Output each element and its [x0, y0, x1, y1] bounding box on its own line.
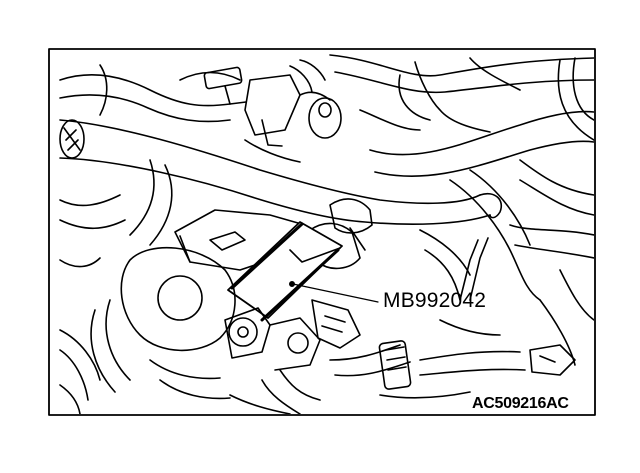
upper-hoses [289, 54, 594, 141]
upper-bracket [203, 66, 342, 163]
left-hoses [59, 64, 241, 268]
main-pipe [59, 119, 502, 225]
figure-id-label: AC509216AC [472, 395, 569, 412]
lower-components [224, 237, 576, 414]
callout-leader-line [292, 283, 379, 303]
engine-mount [59, 246, 236, 414]
tool-callout-label: MB992042 [383, 289, 487, 312]
